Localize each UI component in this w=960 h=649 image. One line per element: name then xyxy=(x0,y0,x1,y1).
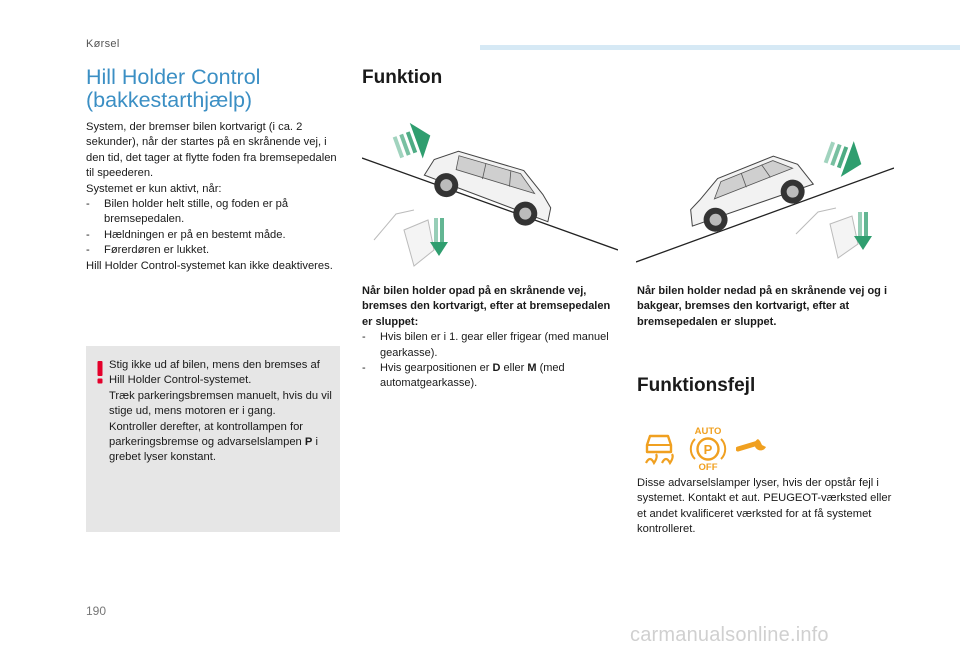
warning-text: Stig ikke ud af bilen, mens den bremses … xyxy=(109,359,332,464)
svg-text:AUTO: AUTO xyxy=(695,426,722,437)
svg-text:P: P xyxy=(704,442,713,457)
downhill-illustration xyxy=(636,141,894,263)
gear-item: -Hvis gearpositionen er D eller M (med a… xyxy=(362,362,565,390)
funktion-heading: Funktion xyxy=(362,67,443,88)
condition-item: -Hældningen er på en bestemt måde. xyxy=(86,228,286,241)
condition-item: -Bilen holder helt stille, og foden er p… xyxy=(86,198,289,226)
funktionsfejl-heading: Funktionsfejl xyxy=(637,375,756,396)
intro-p3: Hill Holder Control-systemet kan ikke de… xyxy=(86,259,333,272)
funktionsfejl-text: Disse advarselslamper lyser, hvis der op… xyxy=(637,477,892,536)
green-arrow-icon xyxy=(392,122,431,159)
watermark: carmanualsonline.info xyxy=(630,624,829,646)
gear-item: -Hvis bilen er i 1. gear eller frigear (… xyxy=(362,331,609,359)
warning-lamps: AUTO P OFF xyxy=(640,425,800,471)
condition-item: -Førerdøren er lukket. xyxy=(86,244,210,257)
green-arrow-icon xyxy=(823,141,862,177)
uphill-caption: Når bilen holder opad på en skrånende ve… xyxy=(362,284,620,392)
title-line-2: (bakkestarthjælp) xyxy=(86,88,253,112)
pedal-icon xyxy=(795,207,872,259)
wrench-icon xyxy=(736,439,766,452)
car-icon xyxy=(423,150,552,226)
intro-p2: Systemet er kun aktivt, når: xyxy=(86,182,222,195)
intro-text: System, der bremser bilen kortvarigt (i … xyxy=(86,120,346,274)
svg-text:OFF: OFF xyxy=(699,462,718,471)
page-title: Hill Holder Control (bakkestarthjælp) xyxy=(86,66,346,112)
skid-car-icon xyxy=(645,434,674,466)
downhill-caption: Når bilen holder nedad på en skrånende v… xyxy=(637,285,888,328)
auto-park-brake-icon: AUTO P OFF xyxy=(689,426,727,471)
warning-box: Stig ikke ud af bilen, mens den bremses … xyxy=(86,346,340,532)
section-label: Kørsel xyxy=(86,38,120,50)
uphill-illustration xyxy=(362,122,618,267)
pedal-icon xyxy=(373,209,448,267)
intro-p1: System, der bremser bilen kortvarigt (i … xyxy=(86,121,337,180)
page-number: 190 xyxy=(86,604,107,618)
exclamation-icon xyxy=(97,361,103,384)
car-icon xyxy=(690,155,815,232)
header-bar xyxy=(480,45,960,50)
title-line-1: Hill Holder Control xyxy=(86,65,261,89)
